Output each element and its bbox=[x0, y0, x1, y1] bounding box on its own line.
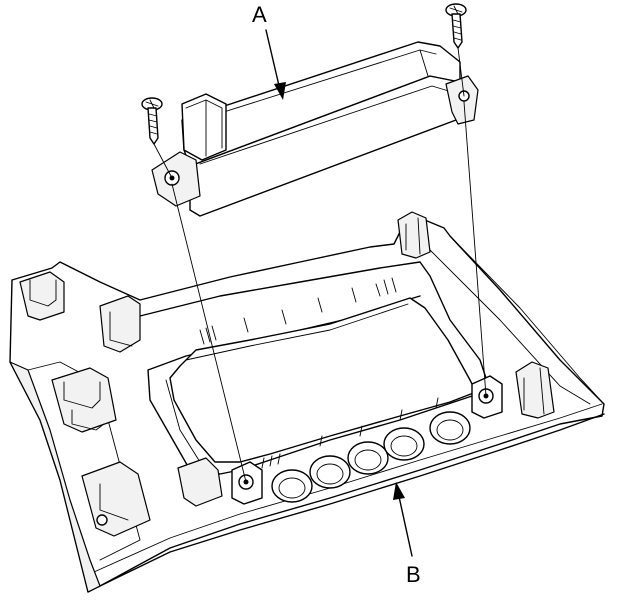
leader-arrow-a bbox=[265, 29, 286, 100]
alignment-lines bbox=[153, 47, 487, 483]
screw-boss-right bbox=[471, 375, 503, 419]
screw-right bbox=[445, 3, 467, 49]
callout-b-label: B bbox=[406, 562, 421, 587]
button-holes bbox=[271, 411, 471, 503]
screw-boss-left bbox=[231, 461, 263, 505]
upper-panel bbox=[151, 41, 479, 217]
leader-arrow-b bbox=[393, 482, 413, 557]
screw-left bbox=[141, 97, 163, 145]
console-trim-bezel bbox=[9, 211, 605, 593]
callout-a-label: A bbox=[252, 2, 267, 27]
